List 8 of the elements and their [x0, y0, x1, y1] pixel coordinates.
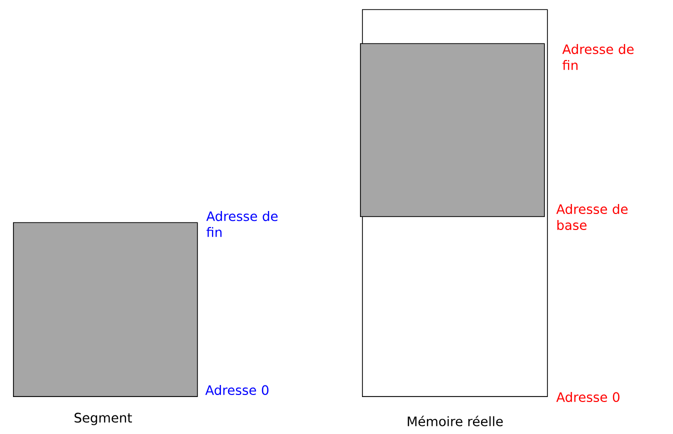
node-label: Segment: [74, 412, 132, 426]
node-label: Mémoire réelle: [408, 416, 503, 426]
address-label: Adresse 0: [556, 392, 620, 402]
segment-block: [360, 43, 545, 217]
address-label: Adresse de fin: [562, 44, 634, 70]
address-label: Adresse de base: [556, 204, 628, 230]
segment-block: [13, 222, 198, 397]
address-label: Adresse de fin: [206, 211, 278, 237]
